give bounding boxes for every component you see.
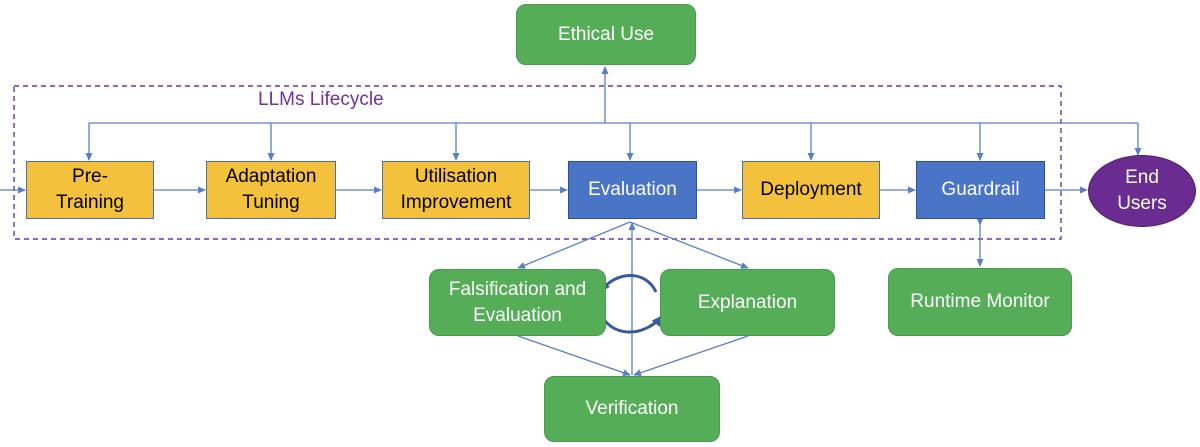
cycle-arrow-upper: [598, 274, 658, 293]
utilisation-improvement-label: Utilisation Improvement: [400, 166, 512, 213]
deployment-box: Deployment: [742, 161, 880, 219]
adaptation-tuning-box: Adaptation Tuning: [206, 161, 336, 219]
deployment-label: Deployment: [760, 179, 862, 201]
runtime-monitor-box: Runtime Monitor: [888, 268, 1072, 336]
guardrail-box: Guardrail: [916, 161, 1045, 219]
verification-label: Verification: [585, 398, 679, 420]
guardrail-label: Guardrail: [941, 179, 1020, 201]
falsification-box: Falsification and Evaluation: [429, 269, 606, 336]
arrow-falsification-to-verification: [517, 335, 631, 377]
lifecycle-boundary: [13, 85, 1062, 240]
explanation-label: Explanation: [697, 291, 798, 313]
explanation-box: Explanation: [660, 269, 835, 336]
utilisation-improvement-box: Utilisation Improvement: [382, 161, 530, 219]
ethical-use-label: Ethical Use: [557, 23, 655, 45]
runtime-monitor-label: Runtime Monitor: [910, 291, 1050, 313]
lifecycle-label: LLMs Lifecycle: [258, 89, 384, 110]
end-users-oval: End Users: [1088, 155, 1196, 227]
falsification-label: Falsification and Evaluation: [448, 278, 587, 326]
ethical-use-box: Ethical Use: [516, 4, 696, 65]
end-users-label: End Users: [1117, 167, 1167, 214]
pre-training-box: Pre- Training: [26, 161, 154, 219]
adaptation-tuning-label: Adaptation Tuning: [225, 166, 317, 213]
verification-box: Verification: [544, 376, 720, 442]
cycle-arrow-lower: [598, 311, 664, 334]
arrow-explanation-to-verification: [633, 335, 749, 377]
arrow-evaluation-to-explanation: [629, 221, 749, 269]
pre-training-label: Pre- Training: [56, 166, 124, 213]
evaluation-box: Evaluation: [568, 161, 697, 219]
evaluation-label: Evaluation: [588, 179, 677, 201]
arrow-evaluation-to-falsification: [517, 221, 631, 269]
